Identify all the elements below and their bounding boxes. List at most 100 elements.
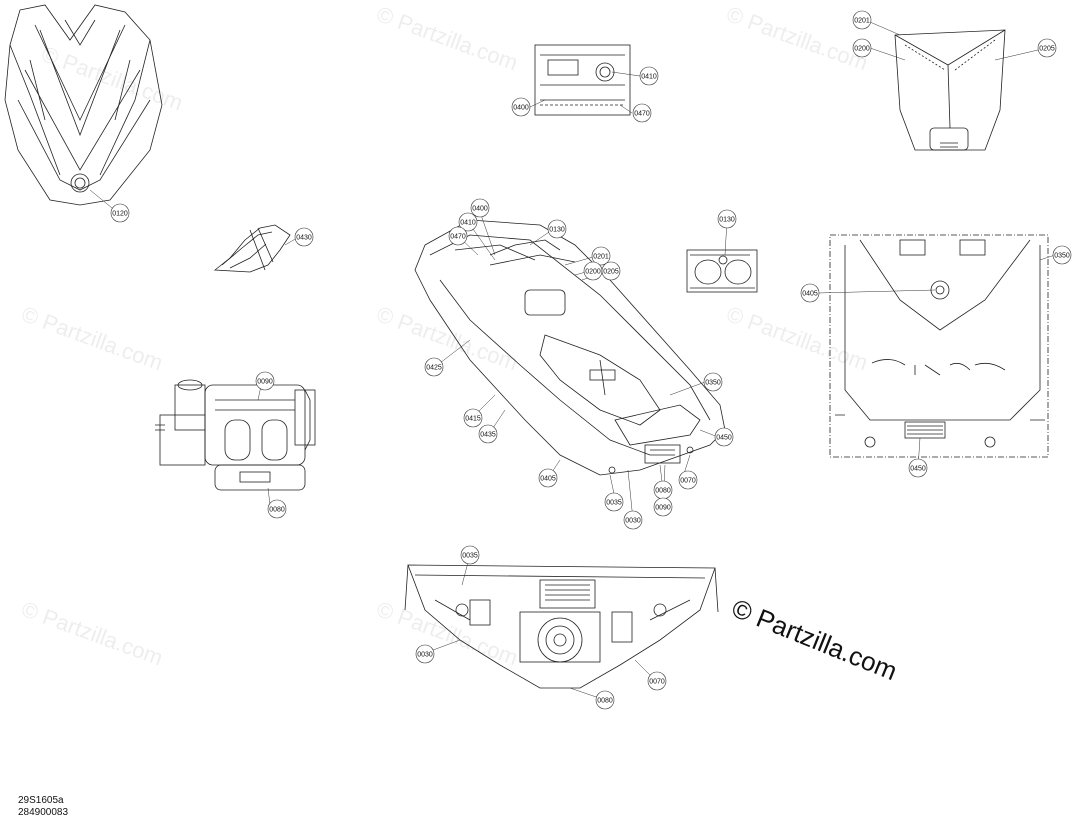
watermark-text: © Partzilla.com	[723, 1, 871, 75]
part-code: 284900083	[18, 807, 68, 818]
callout-0080: 0080	[595, 690, 615, 710]
callout-0410: 0410	[639, 66, 659, 86]
callout-bubble	[267, 499, 287, 519]
callout-bubble	[800, 283, 820, 303]
callout-label: 0030	[625, 518, 641, 525]
callout-bubble	[547, 219, 567, 239]
watercraft-main-drawing	[414, 219, 726, 476]
callout-label: 0070	[680, 478, 696, 485]
callout-0130: 0130	[717, 209, 737, 229]
callout-0415: 0415	[463, 408, 483, 428]
callout-bubble	[632, 103, 652, 123]
callout-label: 0030	[417, 652, 433, 659]
callout-bubble	[463, 408, 483, 428]
callout-label: 0200	[854, 46, 870, 53]
callout-label: 0035	[606, 500, 622, 507]
callout-bubble	[294, 227, 314, 247]
callout-0080: 0080	[267, 499, 287, 519]
callout-label: 0350	[705, 380, 721, 387]
watermark-text: © Partzilla.com	[373, 1, 521, 75]
callout-label: 0070	[649, 679, 665, 686]
callout-bubble	[714, 427, 734, 447]
callout-label: 0470	[634, 111, 650, 118]
callout-0405: 0405	[800, 283, 820, 303]
callout-bubble	[591, 246, 611, 266]
callout-bubble	[595, 690, 615, 710]
callout-0035: 0035	[604, 492, 624, 512]
callout-bubble	[647, 671, 667, 691]
callout-label: 0201	[593, 254, 609, 261]
callout-label: 0415	[465, 416, 481, 423]
callout-bubble	[1037, 38, 1057, 58]
callout-bubble	[1052, 245, 1072, 265]
callout-label: 0435	[480, 432, 496, 439]
callout-0350: 0350	[1052, 245, 1072, 265]
cockpit-detail-drawing	[534, 44, 631, 116]
callout-0080: 0080	[653, 480, 673, 500]
callout-0205: 0205	[601, 261, 621, 281]
callout-label: 0405	[540, 476, 556, 483]
callout-0425: 0425	[424, 357, 444, 377]
callout-0435: 0435	[478, 424, 498, 444]
callout-label: 0205	[603, 269, 619, 276]
callout-0120: 0120	[110, 203, 130, 223]
callout-bubble	[623, 510, 643, 530]
callout-bubble	[415, 644, 435, 664]
callout-label: 0120	[112, 211, 128, 218]
callout-label: 0450	[910, 466, 926, 473]
callout-bubble	[255, 371, 275, 391]
callout-label: 0080	[269, 507, 285, 514]
callout-0070: 0070	[678, 470, 698, 490]
leader-lines	[89, 21, 1056, 701]
callout-0405: 0405	[538, 468, 558, 488]
callout-bubble	[601, 261, 621, 281]
callout-0430: 0430	[294, 227, 314, 247]
callout-label: 0205	[1039, 46, 1055, 53]
callout-label: 0410	[641, 74, 657, 81]
copyright-text: © Partzilla.com	[728, 593, 902, 686]
callout-0200: 0200	[852, 38, 872, 58]
callout-0090: 0090	[653, 497, 673, 517]
callout-label: 0201	[854, 18, 870, 25]
callout-bubble	[717, 209, 737, 229]
callout-bubble	[448, 226, 468, 246]
callout-0400: 0400	[511, 97, 531, 117]
callout-label: 0470	[450, 234, 466, 241]
rear-deck-drawing	[829, 234, 1049, 458]
callout-0470: 0470	[632, 103, 652, 123]
callout-bubble	[678, 470, 698, 490]
callout-bubble	[460, 545, 480, 565]
callout-bubble	[478, 424, 498, 444]
callout-label: 0130	[549, 227, 565, 234]
callout-label: 0080	[597, 698, 613, 705]
callout-label: 0450	[716, 435, 732, 442]
callout-label: 0410	[460, 220, 476, 227]
callout-0090: 0090	[255, 371, 275, 391]
callout-bubble	[424, 357, 444, 377]
callout-bubble	[908, 458, 928, 478]
callout-0450: 0450	[908, 458, 928, 478]
seat-pad-drawing	[894, 29, 1006, 151]
callout-0030: 0030	[623, 510, 643, 530]
diagram-code: 29S1605a	[18, 795, 64, 806]
callout-bubble	[511, 97, 531, 117]
callout-label: 0400	[472, 206, 488, 213]
bracket-part-drawing	[213, 224, 291, 273]
callout-0030: 0030	[415, 644, 435, 664]
callout-0130: 0130	[547, 219, 567, 239]
front-hood-drawing	[4, 4, 163, 206]
watermark-text: © Partzilla.com	[373, 301, 521, 375]
callout-bubble	[639, 66, 659, 86]
callout-label: 0400	[513, 105, 529, 112]
callout-0201: 0201	[852, 10, 872, 30]
callout-0035: 0035	[460, 545, 480, 565]
callout-0201: 0201	[591, 246, 611, 266]
callout-0400: 0400	[470, 198, 490, 218]
callout-bubble	[470, 198, 490, 218]
callout-label: 0035	[462, 553, 478, 560]
callout-label: 0425	[426, 365, 442, 372]
watermark-text: © Partzilla.com	[723, 301, 871, 375]
callout-0470: 0470	[448, 226, 468, 246]
